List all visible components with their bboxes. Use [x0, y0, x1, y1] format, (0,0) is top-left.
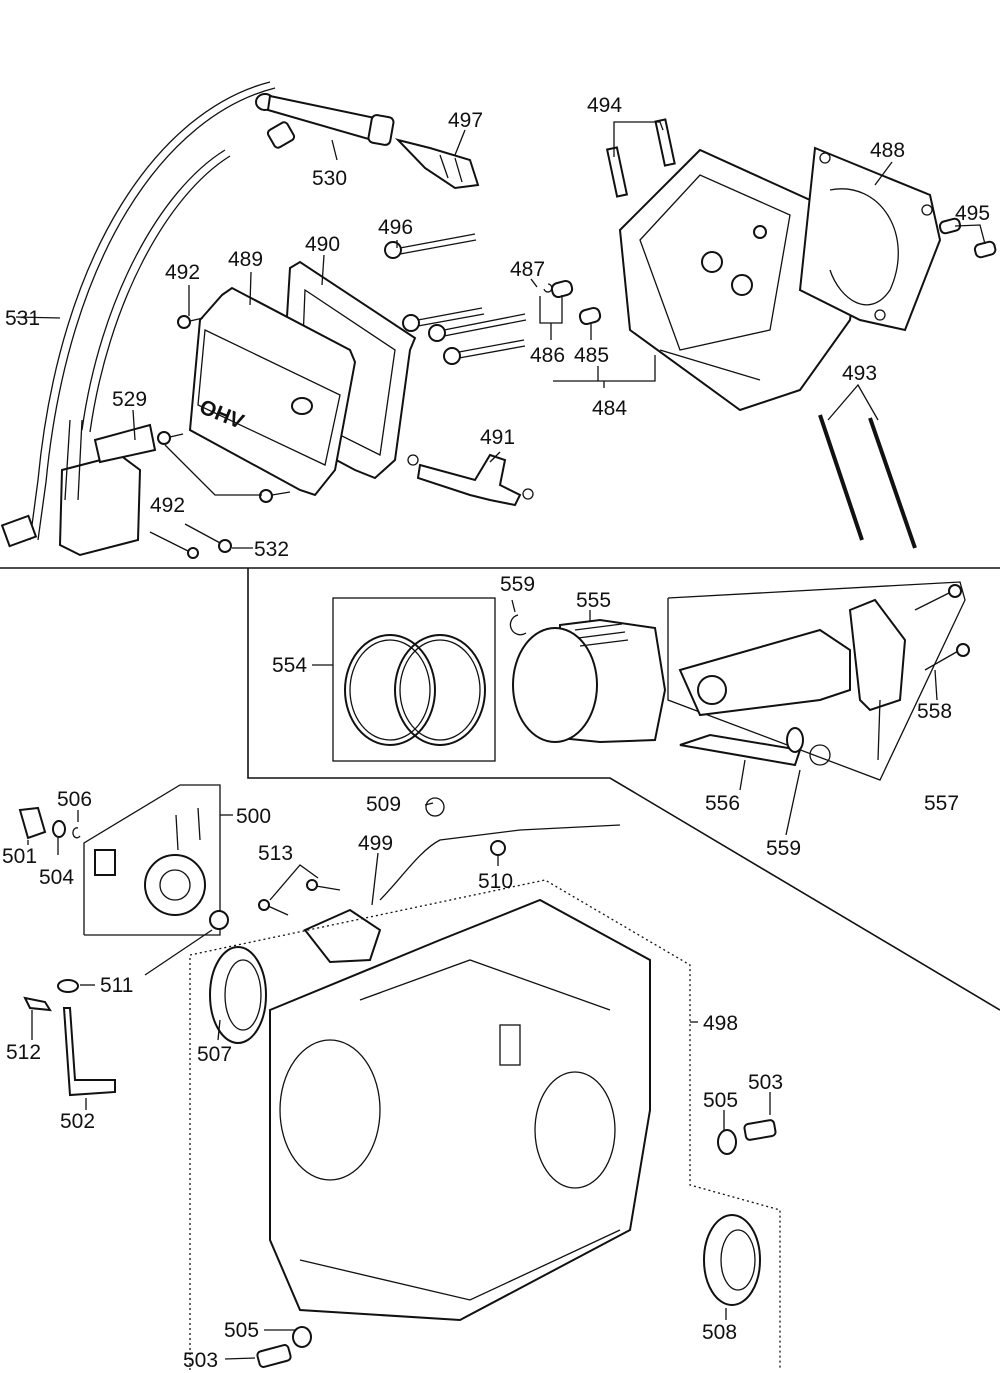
rod-assembly-frame	[667, 581, 966, 781]
callout-489: 489	[228, 248, 263, 271]
crankcase-part	[269, 898, 651, 1322]
dowel-pins-part	[938, 217, 997, 259]
circlip-part	[509, 614, 527, 636]
callout-497: 497	[448, 109, 483, 132]
callout-513: 513	[258, 842, 293, 865]
callout-503-bottom: 503	[183, 1349, 218, 1372]
callout-532: 532	[254, 538, 289, 561]
bearing-part	[209, 946, 267, 1044]
callout-530: 530	[312, 167, 347, 190]
callout-493: 493	[842, 362, 877, 385]
callout-506: 506	[57, 788, 92, 811]
callout-485: 485	[574, 344, 609, 367]
callout-531: 531	[5, 307, 40, 330]
callout-559-upper: 559	[500, 573, 535, 596]
callout-486: 486	[530, 344, 565, 367]
ignition-cable-part	[0, 81, 276, 548]
oil-sensor-part	[303, 797, 621, 964]
washer-511b-part	[57, 979, 79, 993]
callout-558: 558	[917, 700, 952, 723]
callout-499: 499	[358, 832, 393, 855]
callout-505-right: 505	[703, 1089, 738, 1112]
callout-511: 511	[100, 974, 133, 997]
callout-492-lower: 492	[150, 494, 185, 517]
leader-lines-lower	[27, 802, 771, 1360]
studs-part	[605, 118, 676, 198]
piston-pin-part	[679, 727, 804, 767]
spark-plug-part	[394, 138, 480, 190]
governor-frame	[83, 784, 221, 936]
ignition-coil-part	[58, 419, 157, 557]
cylinder-head-part	[618, 148, 862, 412]
washer-511-part	[209, 910, 229, 930]
connecting-rod-part	[678, 598, 907, 761]
callout-559-lower: 559	[766, 837, 801, 860]
drain-plug-bottom-part	[256, 1326, 312, 1368]
callout-496: 496	[378, 216, 413, 239]
pin-part	[23, 996, 52, 1012]
callout-503-right: 503	[748, 1071, 783, 1094]
crankcase-frame	[189, 879, 781, 1370]
callout-484: 484	[592, 397, 627, 420]
governor-part	[94, 807, 206, 916]
valve-guides-part	[543, 279, 602, 326]
callout-491: 491	[480, 426, 515, 449]
callout-492-upper: 492	[165, 261, 200, 284]
callout-490: 490	[305, 233, 340, 256]
callout-502: 502	[60, 1110, 95, 1133]
callout-512: 512	[6, 1041, 41, 1064]
callout-508: 508	[702, 1321, 737, 1344]
cover-bolt-part	[157, 315, 291, 503]
breather-hose-part	[407, 453, 534, 507]
callout-507: 507	[197, 1043, 232, 1066]
piston-rings-box	[332, 597, 496, 762]
callout-529: 529	[112, 388, 147, 411]
head-gasket-part	[798, 146, 942, 332]
callout-555: 555	[576, 589, 611, 612]
circlip-lower-part	[809, 744, 831, 766]
callout-494: 494	[587, 94, 622, 117]
piston-section-frame	[247, 568, 1000, 1011]
piston-rings-part	[344, 634, 486, 746]
callout-509: 509	[366, 793, 401, 816]
bolts-513-part	[258, 879, 341, 916]
governor-shaft-part	[18, 806, 81, 840]
coil-bolts-part	[149, 523, 232, 559]
spark-plug-cap-part	[255, 93, 395, 149]
oil-seal-part	[703, 1214, 761, 1306]
callout-495: 495	[955, 202, 990, 225]
leader-lines-top	[15, 121, 986, 549]
leader-lines-piston	[312, 599, 938, 836]
push-rods-part	[818, 414, 917, 549]
callout-500: 500	[236, 805, 271, 828]
callout-488: 488	[870, 139, 905, 162]
callout-557: 557	[924, 792, 959, 815]
valve-cover-part: OHV	[188, 286, 357, 497]
callout-501: 501	[2, 845, 37, 868]
callout-554: 554	[272, 654, 307, 677]
callout-498: 498	[703, 1012, 738, 1035]
piston-part	[512, 618, 667, 744]
callout-504: 504	[39, 866, 74, 889]
rod-bolts-part	[914, 584, 970, 671]
callout-505-bottom: 505	[224, 1319, 259, 1342]
callout-556: 556	[705, 792, 740, 815]
governor-arm-part	[62, 1007, 116, 1097]
callout-487: 487	[510, 258, 545, 281]
callout-510: 510	[478, 870, 513, 893]
drain-plug-right-part	[717, 1119, 777, 1155]
